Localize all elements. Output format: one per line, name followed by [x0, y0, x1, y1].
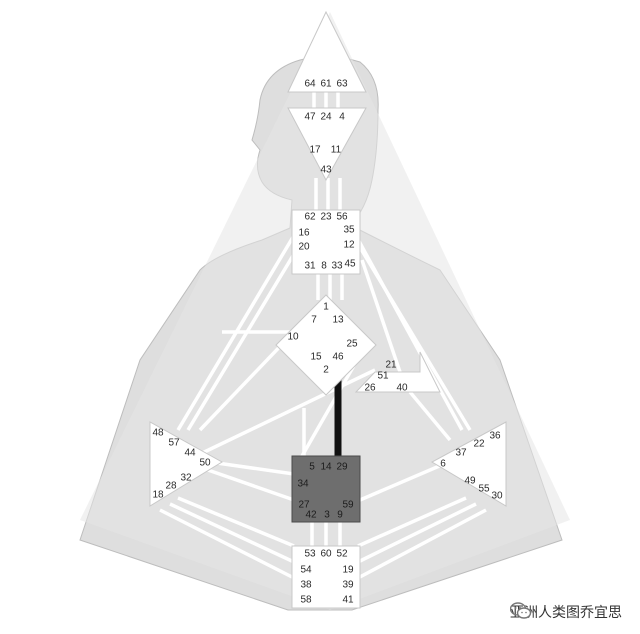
gate-60: 60	[320, 549, 332, 560]
gate-52: 52	[336, 549, 348, 560]
gate-8: 8	[321, 261, 327, 272]
sacral-center	[291, 455, 361, 523]
gate-5: 5	[309, 462, 315, 473]
gate-15: 15	[310, 352, 322, 363]
gate-36: 36	[489, 431, 501, 442]
gate-27: 27	[298, 500, 310, 511]
gate-62: 62	[304, 212, 316, 223]
gate-50: 50	[199, 458, 211, 469]
gate-45: 45	[344, 259, 356, 270]
gate-21: 21	[385, 360, 397, 371]
ajna-center	[287, 107, 367, 182]
gate-4: 4	[339, 112, 345, 123]
gate-34: 34	[297, 479, 309, 490]
spleen-center	[149, 421, 223, 507]
gate-19: 19	[342, 565, 354, 576]
throat-center	[291, 209, 361, 275]
gate-39: 39	[342, 580, 354, 591]
channels	[159, 92, 487, 580]
gate-48: 48	[152, 428, 164, 439]
gate-17: 17	[309, 145, 321, 156]
gate-13: 13	[332, 315, 344, 326]
gate-7: 7	[311, 315, 317, 326]
watermark: 亚洲人类图乔宜思	[510, 602, 622, 622]
gate-53: 53	[304, 549, 316, 560]
gate-49: 49	[464, 476, 476, 487]
gate-31: 31	[304, 261, 316, 272]
gate-55: 55	[478, 484, 490, 495]
gate-54: 54	[300, 565, 312, 576]
gate-24: 24	[320, 112, 332, 123]
g-center	[275, 294, 377, 396]
gate-2: 2	[323, 365, 329, 376]
solar-plexus-center	[430, 421, 507, 507]
watermark-text: 亚洲人类图乔宜思	[510, 605, 622, 621]
gate-12: 12	[343, 240, 355, 251]
gate-6: 6	[440, 459, 446, 470]
gate-29: 29	[336, 462, 348, 473]
gate-22: 22	[473, 439, 485, 450]
gate-51: 51	[377, 371, 389, 382]
gate-9: 9	[337, 510, 343, 521]
gate-35: 35	[343, 225, 355, 236]
gate-26: 26	[364, 383, 376, 394]
gate-37: 37	[455, 448, 467, 459]
gate-38: 38	[300, 580, 312, 591]
gate-63: 63	[336, 79, 348, 90]
gate-41: 41	[342, 595, 354, 606]
gate-64: 64	[304, 79, 316, 90]
gate-14: 14	[320, 462, 332, 473]
gate-30: 30	[491, 491, 503, 502]
gate-3: 3	[324, 510, 330, 521]
gate-33: 33	[331, 261, 343, 272]
gate-59: 59	[342, 500, 354, 511]
gate-58: 58	[300, 595, 312, 606]
gate-23: 23	[320, 212, 332, 223]
wechat-icon	[510, 602, 532, 619]
gate-18: 18	[152, 490, 164, 501]
gate-10: 10	[287, 332, 299, 343]
root-center	[291, 545, 361, 609]
gate-40: 40	[396, 383, 408, 394]
head-center	[287, 10, 367, 93]
gate-20: 20	[298, 242, 310, 253]
gate-56: 56	[336, 212, 348, 223]
gate-25: 25	[346, 339, 358, 350]
heart-center	[354, 351, 441, 393]
gate-47: 47	[304, 112, 316, 123]
gate-16: 16	[298, 228, 310, 239]
gate-11: 11	[331, 145, 342, 156]
gate-57: 57	[168, 438, 180, 449]
gate-32: 32	[180, 473, 192, 484]
gate-42: 42	[305, 510, 317, 521]
gate-46: 46	[332, 352, 344, 363]
gate-1: 1	[323, 302, 329, 313]
gate-61: 61	[320, 79, 332, 90]
gate-44: 44	[184, 448, 196, 459]
gate-43: 43	[320, 165, 332, 176]
gate-28: 28	[165, 481, 177, 492]
